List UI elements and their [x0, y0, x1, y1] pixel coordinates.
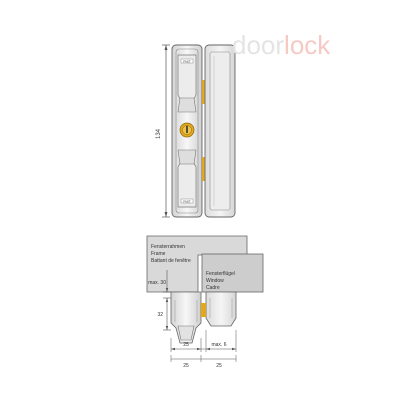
keep-profile — [205, 291, 237, 327]
dim-max6-label: max. 6 — [211, 342, 226, 348]
lock-housing: FAST FAST — [171, 44, 205, 218]
dim-max30-label: max. 30 — [148, 280, 166, 286]
accent-bar-upper — [202, 80, 205, 104]
dim-25-bottom-left: 25 — [183, 363, 189, 369]
doorlock-watermark: doorlock — [232, 30, 330, 61]
dim-32-label: 32 — [157, 312, 163, 318]
bottom-plate-label: FAST — [183, 199, 191, 203]
dim-32: 32 — [157, 297, 171, 331]
dim-25-bottom-right: 25 — [216, 363, 222, 369]
sash-panel — [201, 253, 264, 293]
front-view: 134 FAST FAST — [156, 44, 236, 218]
keep-rail — [204, 44, 236, 218]
accent-bar-lower — [202, 157, 205, 181]
sash-label-fr: Cadre — [206, 285, 220, 291]
watermark-door: door — [232, 30, 285, 60]
height-label: 134 — [156, 128, 162, 139]
section-accent — [201, 303, 206, 317]
watermark-lock: lock — [284, 30, 331, 60]
frame-panel — [146, 235, 248, 293]
frame-label-de: Fensterrahmen — [151, 244, 185, 250]
sash-label-en: Window — [206, 278, 224, 284]
height-dimension: 134 — [156, 44, 170, 218]
dim-widths: 25 max. 6 25 25 — [170, 330, 237, 369]
dim-25-left-label: 25 — [183, 342, 189, 348]
frame-label-en: Frame — [151, 251, 166, 257]
section-view: Fensterrahmen Frame Battant de fenêtre F… — [146, 235, 264, 369]
frame-label-fr: Battant de fenêtre — [151, 258, 191, 264]
sash-label-de: Fensterflügel — [206, 271, 235, 277]
lock-profile — [170, 291, 202, 344]
top-plate-label: FAST — [183, 59, 191, 63]
dim-max30: max. 30 — [148, 270, 171, 293]
